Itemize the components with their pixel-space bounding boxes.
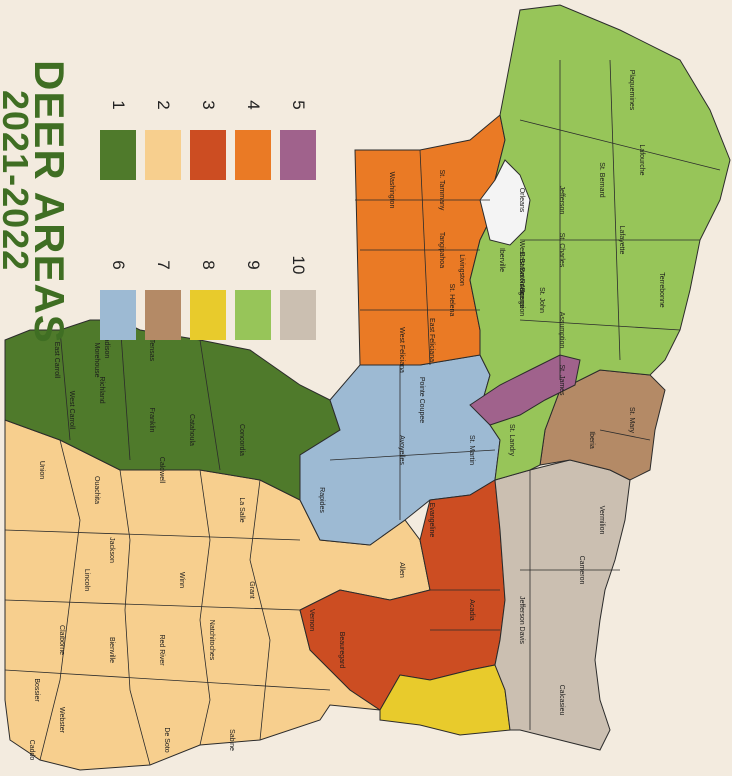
parish-label: Terrebonne	[658, 272, 665, 308]
parish-label: Morehouse	[93, 342, 100, 377]
legend-label-2: 2	[154, 100, 173, 110]
parish-label: Tensas	[148, 339, 155, 362]
parish-label: Grant	[248, 581, 255, 599]
parish-label: Claiborne	[58, 625, 65, 655]
parish-label: Livingston	[458, 254, 465, 286]
parish-label: Cameron	[578, 556, 585, 585]
legend-label-10: 10	[289, 255, 308, 275]
parish-label: Franklin	[148, 408, 155, 433]
parish-label: St. Martin	[468, 435, 475, 465]
parish-boundaries	[4, 59, 721, 766]
parish-label: Jefferson	[558, 186, 565, 215]
parish-label: Ascension	[518, 284, 525, 316]
parish-label: Madison	[103, 332, 110, 359]
parish-label: East Baton Rouge	[518, 252, 525, 309]
legend-label-8: 8	[199, 260, 218, 270]
parish-label: Caldwell	[158, 457, 165, 484]
parish-label: Richland	[98, 376, 105, 403]
legend-swatch-4	[235, 130, 271, 180]
legend-label-4: 4	[244, 100, 263, 110]
parish-label: Evangeline	[428, 503, 435, 538]
parish-label: Bienville	[108, 637, 115, 663]
legend-label-1: 1	[109, 100, 128, 110]
parish-label: Natchitoches	[208, 620, 215, 661]
parish-label: Webster	[58, 707, 65, 734]
parish-label: Beauregard	[338, 632, 345, 669]
legend-swatch-1	[100, 130, 136, 180]
parish-label: Iberville	[498, 248, 505, 272]
parish-label: Orleans	[518, 188, 525, 213]
parish-label: Lafourche	[638, 144, 645, 175]
area-1-region	[4, 319, 341, 501]
legend-label-6: 6	[109, 260, 128, 270]
parish-label: Avoyelles	[398, 435, 405, 465]
parish-label: St. Bernard	[598, 162, 605, 198]
parish-label: Caddo	[28, 740, 35, 761]
parish-label: St. Mary	[628, 407, 635, 434]
parish-label: Concordia	[238, 424, 245, 456]
parish-label: St. Helena	[448, 284, 455, 317]
parish-label: West Feliciana	[398, 327, 405, 373]
parish-label: East Feliciana	[428, 318, 435, 362]
legend-swatch-9	[235, 290, 271, 340]
parish-label: Lincoln	[83, 569, 90, 591]
legend-swatch-10	[280, 290, 316, 340]
legend-label-3: 3	[199, 100, 218, 110]
parish-label: Calcasieu	[558, 685, 565, 716]
parish-label: St. Landry	[508, 424, 515, 456]
area-5-region	[469, 354, 581, 426]
parish-label: Winn	[178, 572, 185, 588]
legend-label-7: 7	[154, 260, 173, 270]
legend-label-9: 9	[244, 260, 263, 270]
parish-label: Jefferson Davis	[518, 596, 525, 645]
parish-label: Rapides	[318, 487, 325, 513]
parish-label: Vermilion	[598, 506, 605, 535]
legend-label-5: 5	[289, 100, 308, 110]
parish-label: Acadia	[468, 599, 475, 621]
parish-label: Red River	[158, 634, 165, 666]
parish-label: La Salle	[238, 497, 245, 522]
parish-label: Iberia	[588, 431, 595, 449]
parish-label: St. John	[538, 287, 545, 313]
parish-label: West Baton Rouge	[518, 241, 525, 300]
parish-label: Sabine	[228, 729, 235, 751]
parish-label: Ouachita	[93, 476, 100, 504]
parish-label: Bossier	[33, 678, 40, 702]
legend-swatch-6	[100, 290, 136, 340]
title-deer-areas: DEER AREAS	[26, 60, 73, 344]
legend-swatch-3	[190, 130, 226, 180]
parish-label: Washington	[388, 172, 395, 209]
parish-label: Catahoula	[188, 414, 195, 446]
parish-label: St. Tammany	[438, 170, 445, 211]
parish-label: West Carroll	[68, 391, 75, 430]
parish-label: Tangipahoa	[438, 232, 445, 268]
parish-label: Pointe Coupee	[418, 377, 425, 423]
parish-label: De Soto	[163, 727, 170, 752]
parish-label: St. Charles	[558, 233, 565, 268]
parish-label: Union	[38, 461, 45, 479]
parish-label: Allen	[398, 562, 405, 578]
parish-label: Vernon	[308, 609, 315, 631]
parish-label: Jackson	[108, 537, 115, 563]
white-region	[479, 159, 531, 246]
parish-label: East Carroll	[53, 342, 60, 379]
parish-label: Lafayette	[618, 226, 625, 255]
legend-swatch-7	[145, 290, 181, 340]
legend-swatch-5	[280, 130, 316, 180]
parish-label: Plaquemines	[628, 70, 635, 111]
parish-label: St. James	[558, 364, 565, 396]
legend-swatch-2	[145, 130, 181, 180]
legend-swatch-8	[190, 290, 226, 340]
parish-label: Assumption	[558, 312, 565, 349]
